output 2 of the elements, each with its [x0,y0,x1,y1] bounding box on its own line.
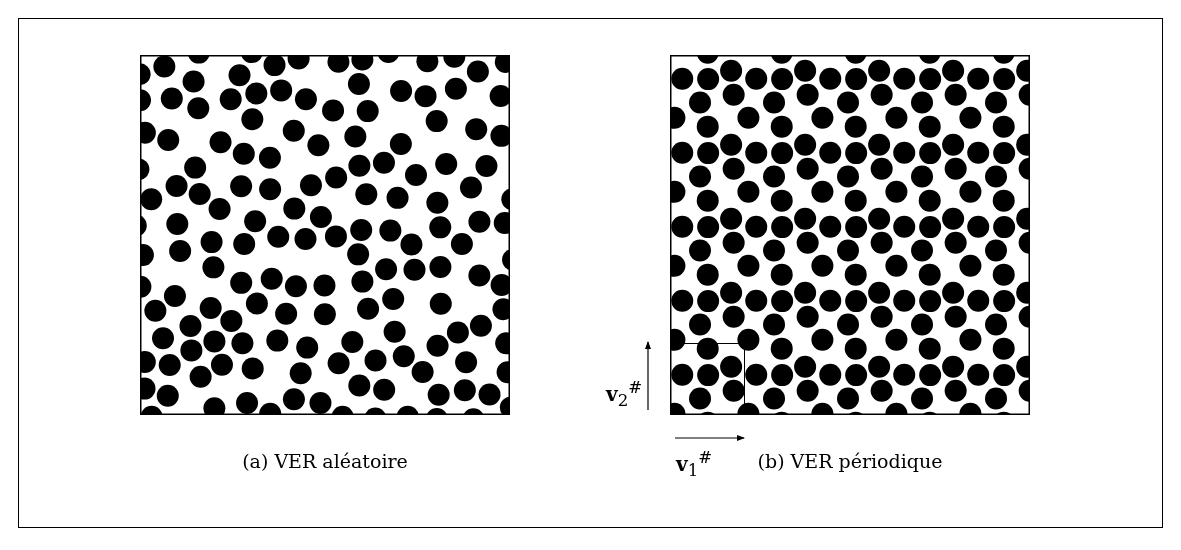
figure-caption: (b) VER périodique [757,450,943,472]
figure-caption: (a) VER aléatoire [242,450,408,472]
